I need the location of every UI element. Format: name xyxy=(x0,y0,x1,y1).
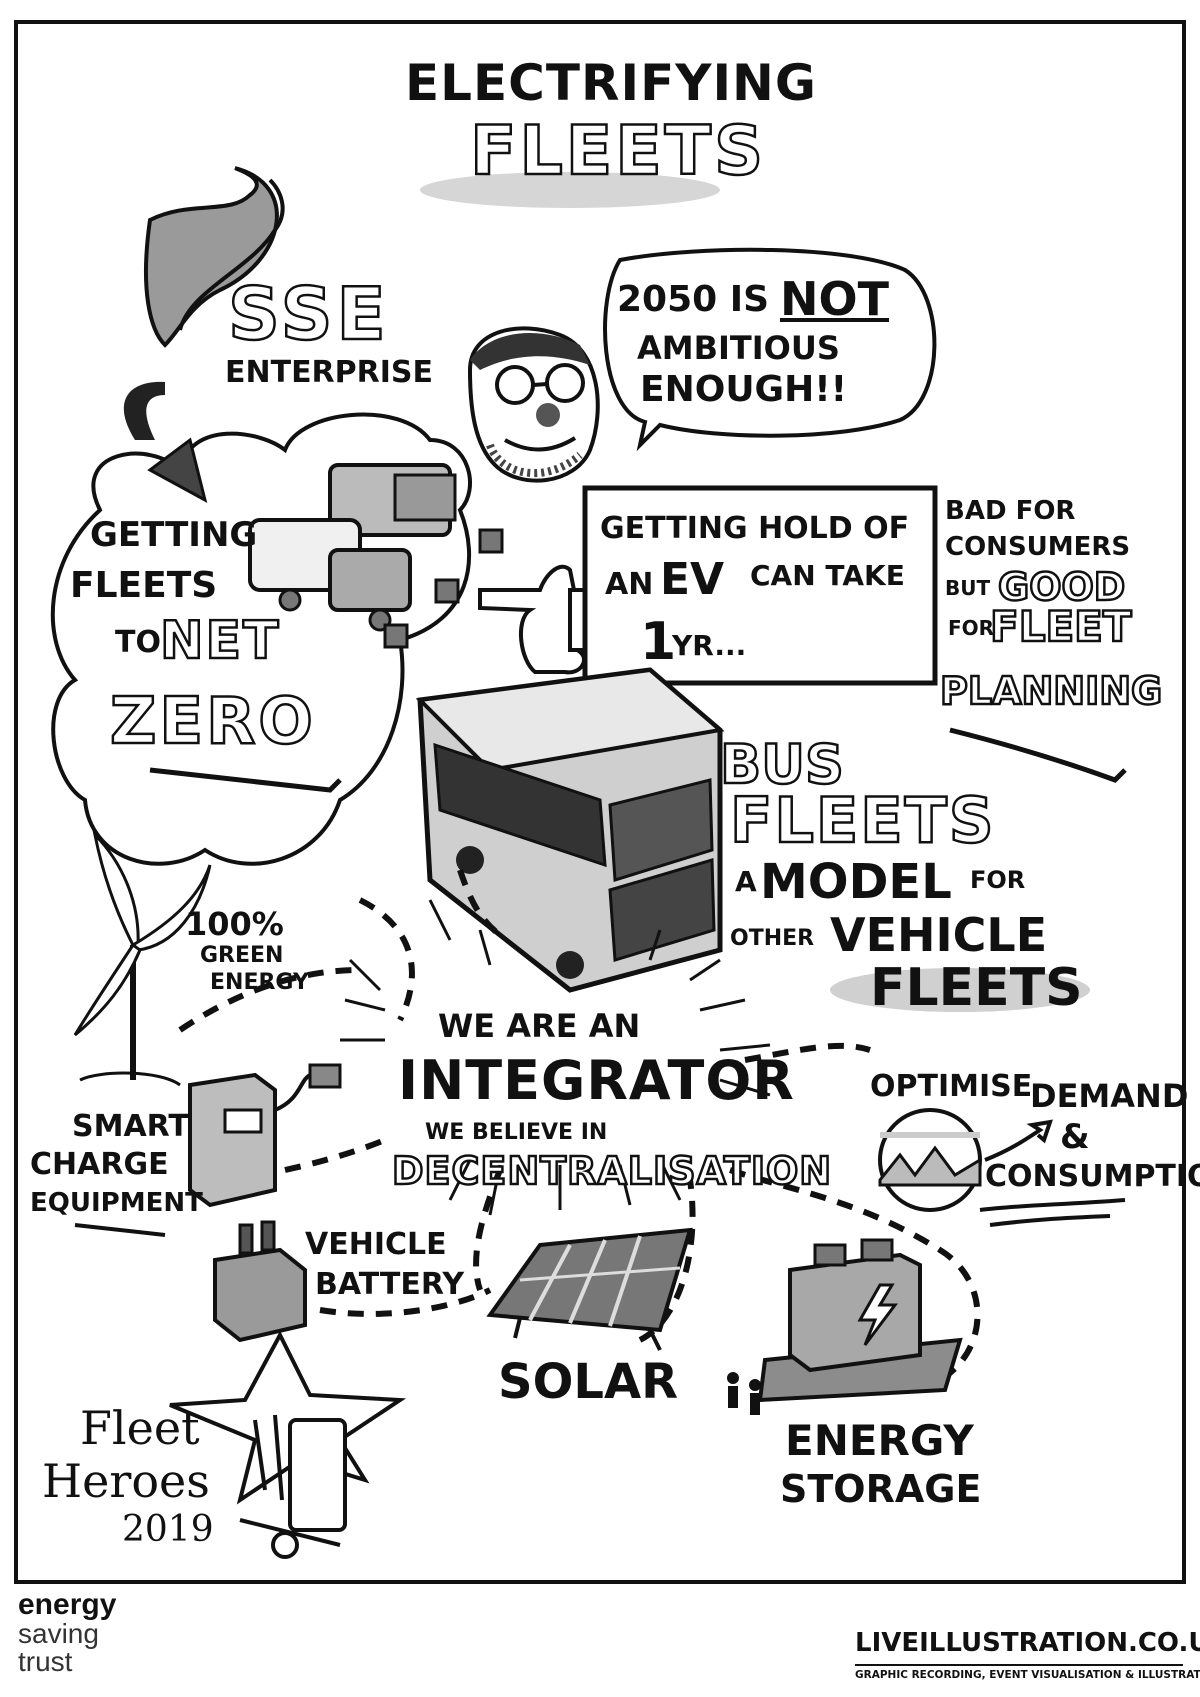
ev-line3a: 1 xyxy=(640,612,677,672)
consumers-line4b: fleet xyxy=(989,602,1133,651)
est-line1: energy xyxy=(18,1588,117,1621)
ev-line1: Getting hold of xyxy=(600,511,910,546)
pointing-hand-icon xyxy=(478,564,600,675)
cloud-line3b: Net xyxy=(159,611,281,671)
consumers-line2: consumers xyxy=(945,532,1131,562)
vehicle-battery-icon xyxy=(213,1220,307,1343)
est-line3: trust xyxy=(18,1646,73,1677)
sse-name: SSE xyxy=(227,272,390,356)
green-line2: green xyxy=(200,943,284,968)
center-line3: We believe in xyxy=(425,1120,608,1145)
ev-line2b: EV xyxy=(660,554,725,605)
bus-line3a: a xyxy=(735,865,757,898)
center-line1: We are an xyxy=(438,1007,641,1045)
title-shadow xyxy=(420,172,720,208)
storage-line1: Energy xyxy=(785,1416,974,1465)
cloud-underline xyxy=(149,767,342,793)
battery-line1: Vehicle xyxy=(305,1227,447,1262)
footer-tagline: GRAPHIC RECORDING, EVENT VISUALISATION &… xyxy=(855,1669,1200,1681)
ev-line2a: an xyxy=(605,567,654,602)
speech-line3: Enough!! xyxy=(640,369,848,410)
green-line1: 100% xyxy=(185,905,284,943)
optimise-line1a: Optimise xyxy=(870,1069,1033,1104)
smart-line1: Smart xyxy=(72,1109,189,1144)
cloud-line3a: to xyxy=(115,625,161,660)
wind-turbine-icon xyxy=(73,830,212,1087)
burst-lines xyxy=(340,899,771,1216)
vehicles-icon xyxy=(248,463,504,649)
bus-shadow xyxy=(830,968,1090,1012)
title-line2: Fleets xyxy=(469,112,767,191)
fleet-heroes-star-icon xyxy=(169,1330,407,1559)
ev-box xyxy=(582,485,938,686)
consumers-line3b: good xyxy=(997,565,1127,609)
speech-line1a: 2050 is xyxy=(617,279,770,320)
bus-line4a: other xyxy=(730,926,815,951)
optimise-underline xyxy=(979,1198,1126,1227)
energy-saving-trust-logo: energy saving trust xyxy=(18,1590,116,1676)
solar-label: Solar xyxy=(498,1354,679,1410)
dashed-connectors xyxy=(178,869,981,1383)
consumers-line5: planning xyxy=(939,669,1164,713)
speech-bubble xyxy=(603,247,937,452)
mountain-sunrise-icon xyxy=(878,1108,982,1212)
smart-charger-icon xyxy=(188,1063,342,1208)
consumers-line3a: but xyxy=(945,576,991,600)
consumers-line4a: for xyxy=(948,616,995,640)
sse-flame-icon xyxy=(144,166,285,348)
optimise-line3: Consumption xyxy=(985,1159,1200,1194)
optimise-arrow-icon xyxy=(984,1119,1053,1162)
solar-panel-icon xyxy=(486,1227,693,1351)
heroes-line1: Fleet xyxy=(80,1401,200,1455)
people-icon xyxy=(727,1372,761,1415)
cloud-line4: Zero xyxy=(109,685,316,759)
title-line1: Electrifying xyxy=(405,54,817,112)
center-line2: Integrator xyxy=(398,1049,795,1112)
heroes-line2: Heroes xyxy=(42,1454,210,1508)
sse-enterprise: Enterprise xyxy=(225,355,434,390)
optimise-line2: & xyxy=(1060,1117,1090,1157)
center-line4: Decentralisation xyxy=(391,1149,833,1193)
planning-underline xyxy=(949,727,1127,783)
consumers-line1: Bad for xyxy=(945,496,1076,526)
speech-line2: Ambitious xyxy=(637,329,840,367)
smart-underline xyxy=(74,1223,166,1237)
ev-line2c: can take xyxy=(750,559,905,592)
smart-line2: Charge xyxy=(30,1147,169,1182)
cloud-line2: Fleets xyxy=(70,565,218,606)
bus-line2: Fleets xyxy=(729,784,996,857)
ev-line3b: yr... xyxy=(672,629,747,662)
bus-line3b: model xyxy=(760,854,952,910)
bus-line5: fleets xyxy=(870,958,1083,1018)
bus-line4b: vehicle xyxy=(830,908,1048,962)
smart-line3: Equipment xyxy=(30,1188,203,1218)
battery-line2: Battery xyxy=(315,1267,465,1302)
heroes-line3: 2019 xyxy=(122,1509,214,1550)
est-line2: saving xyxy=(18,1618,99,1649)
footer-url[interactable]: LIVEILLUSTRATION.CO.UK xyxy=(855,1628,1200,1658)
speech-line1b: NOT xyxy=(780,272,889,326)
bus-icon xyxy=(415,667,725,993)
green-line3: energy xyxy=(210,970,309,995)
cloud-line1: Getting xyxy=(90,515,258,555)
energy-storage-icon xyxy=(757,1238,963,1403)
presenter-face-icon xyxy=(467,326,600,483)
page-frame xyxy=(14,20,1186,1584)
bus-line3c: for xyxy=(970,866,1026,894)
storage-line2: Storage xyxy=(780,1467,982,1511)
arrow-down-icon xyxy=(123,381,208,503)
bus-line1: Bus xyxy=(719,733,845,796)
optimise-line1b: Demand xyxy=(1030,1077,1189,1115)
